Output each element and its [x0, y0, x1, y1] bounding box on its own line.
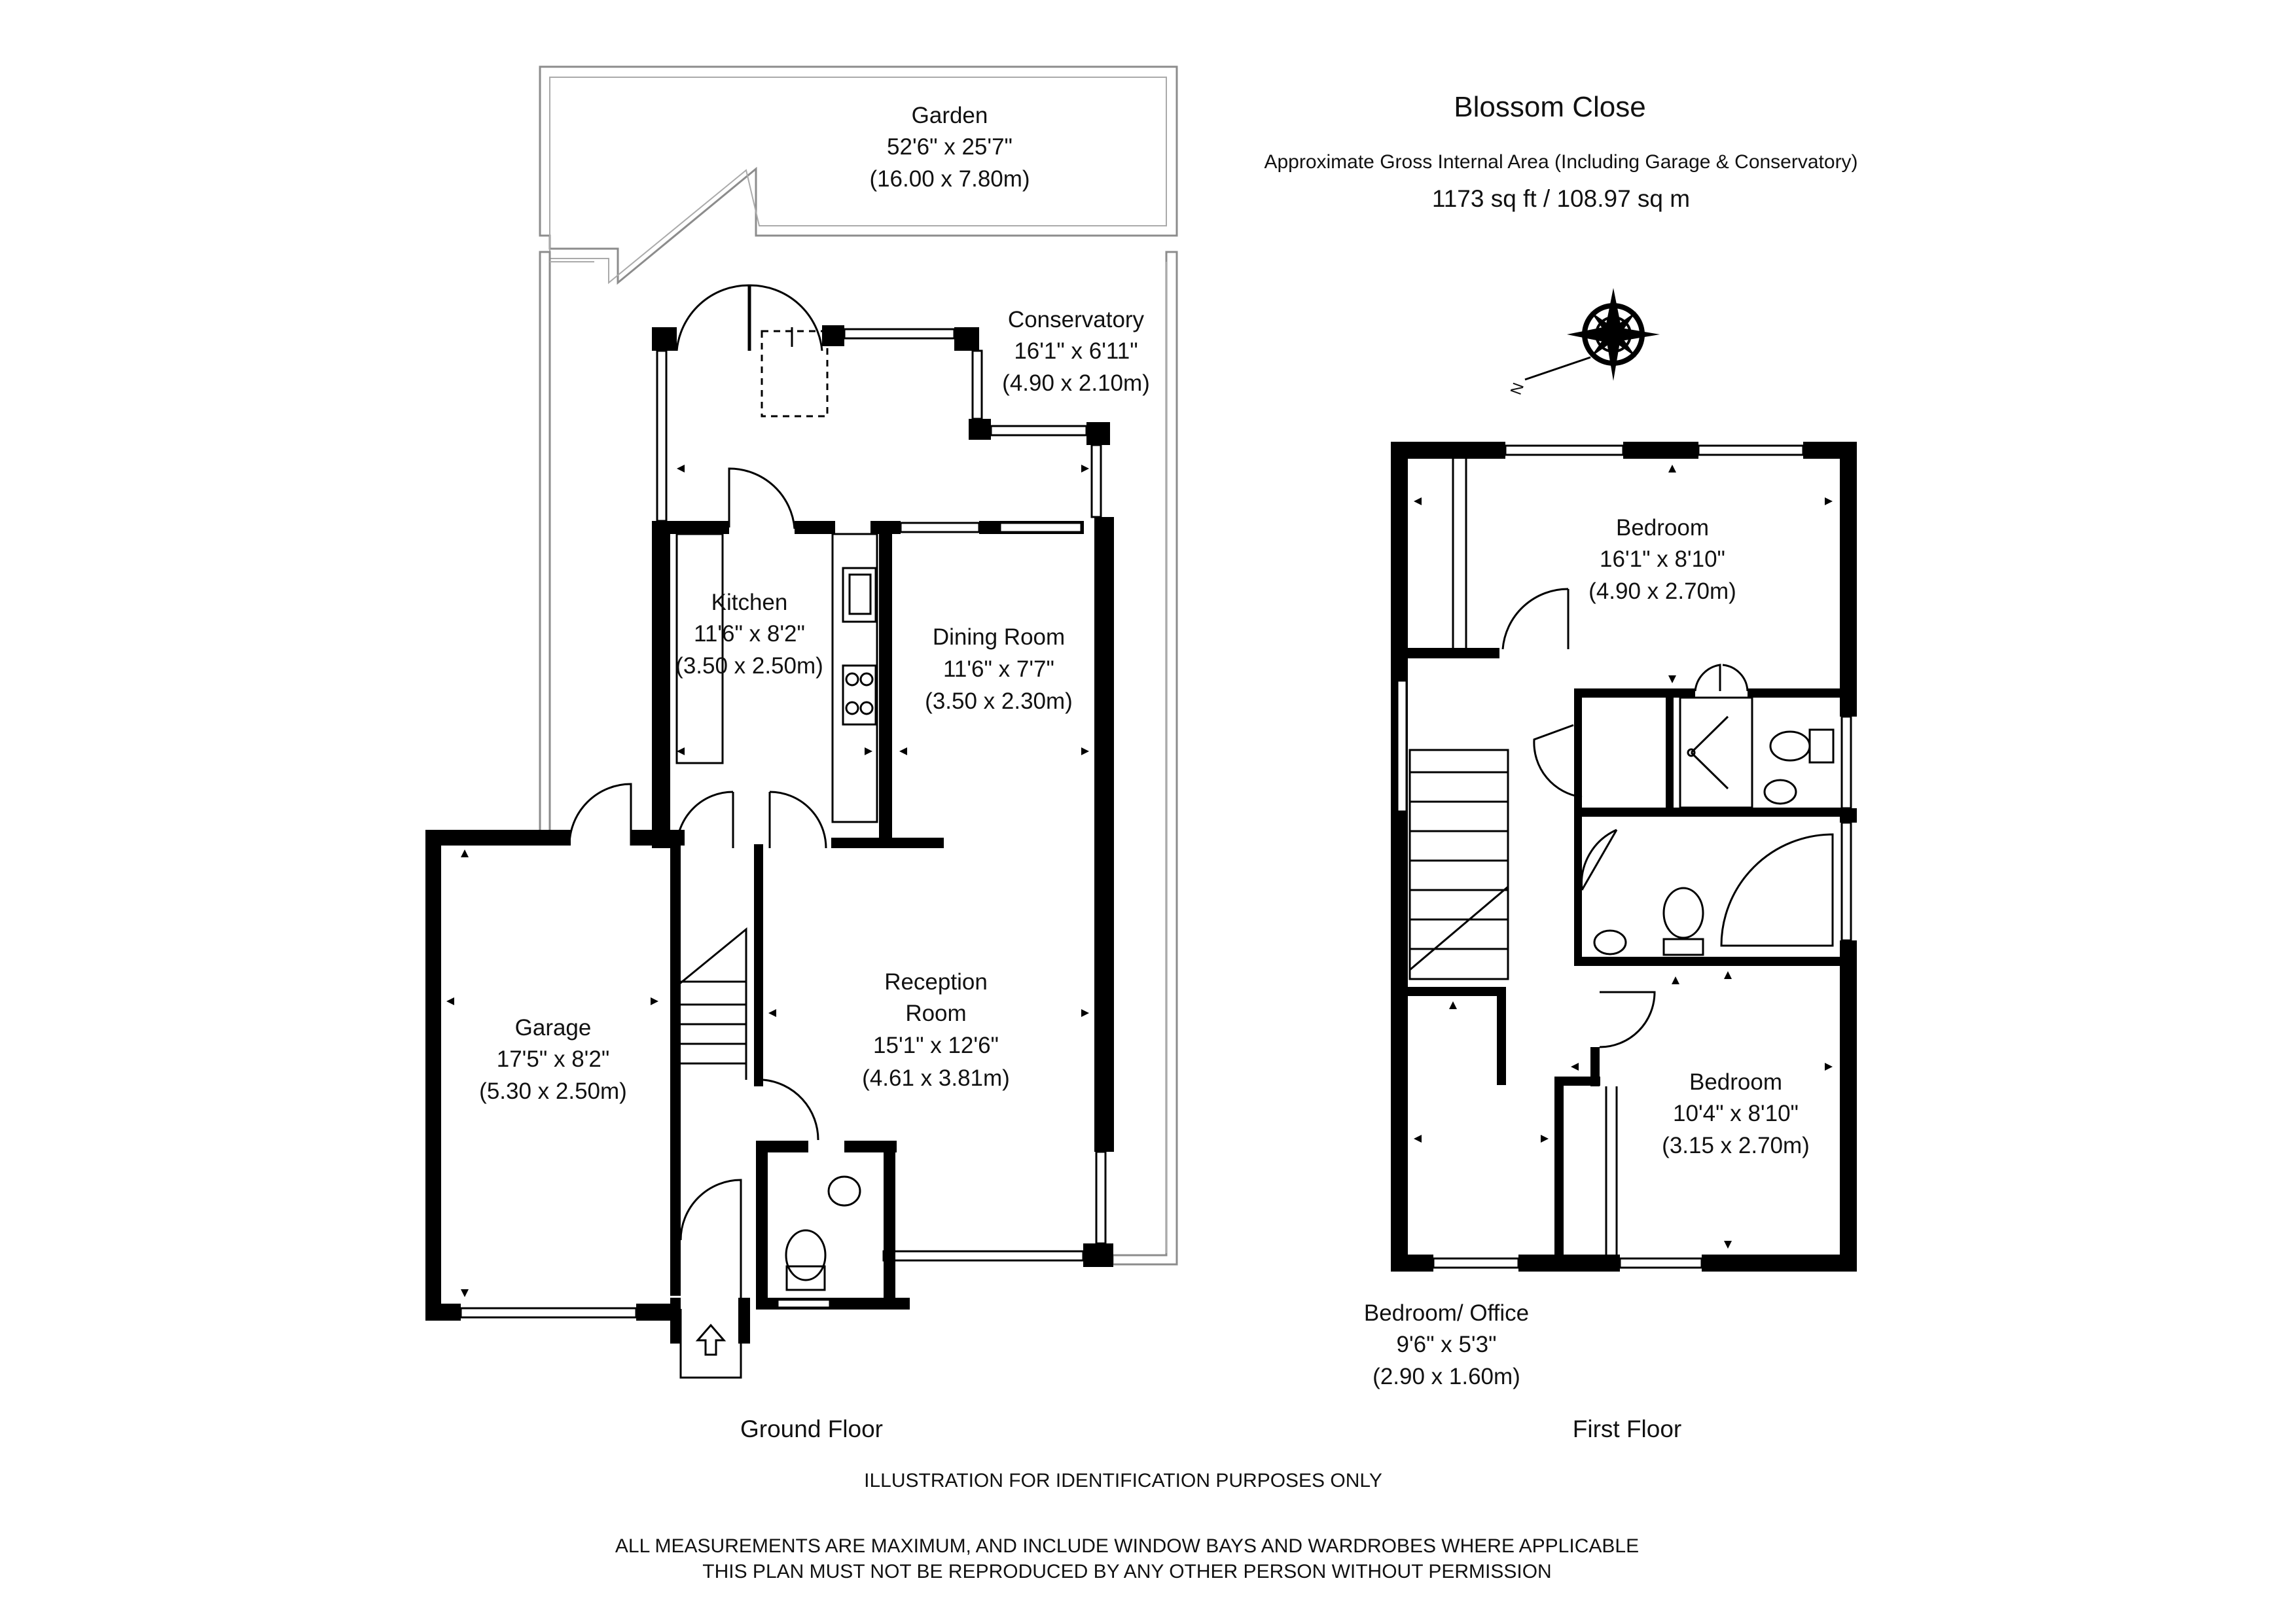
compass-north-label: N	[1507, 380, 1528, 397]
conservatory-name: Conservatory	[1008, 307, 1145, 332]
area-value: 1173 sq ft / 108.97 sq m	[1432, 185, 1690, 212]
kitchen-size-imperial: 11'6" x 8'2"	[694, 621, 805, 647]
ground-floor-doors	[568, 284, 827, 1379]
ground-floor-walls	[425, 325, 1114, 1344]
plan-title: Blossom Close	[1454, 91, 1645, 123]
garage-size-imperial: 17'5" x 8'2"	[497, 1046, 610, 1072]
garden-name: Garden	[912, 103, 988, 128]
garden-size-imperial: 52'6" x 25'7"	[887, 134, 1013, 160]
first-floor-label: First Floor	[1573, 1416, 1682, 1442]
office-name: Bedroom/ Office	[1364, 1300, 1529, 1326]
ground-floor-dimension-markers	[446, 465, 1089, 1297]
office-size-metric: (2.90 x 1.60m)	[1372, 1364, 1520, 1389]
garage-name: Garage	[515, 1015, 592, 1041]
reception-room-name-line1: Reception	[884, 969, 988, 995]
kitchen-size-metric: (3.50 x 2.50m)	[675, 653, 823, 679]
first-floor-fixtures	[1408, 459, 1835, 1255]
garage-size-metric: (5.30 x 2.50m)	[479, 1079, 627, 1104]
reception-room-size-imperial: 15'1" x 12'6"	[873, 1033, 999, 1058]
reception-room-name-line2: Room	[905, 1001, 966, 1026]
dining-room-name: Dining Room	[933, 624, 1065, 650]
ground-floor-label: Ground Floor	[740, 1416, 883, 1442]
disclaimer-line-one: ALL MEASUREMENTS ARE MAXIMUM, AND INCLUD…	[615, 1535, 1639, 1557]
office-size-imperial: 9'6" x 5'3"	[1396, 1332, 1496, 1357]
first-floor-doors	[1501, 588, 1749, 1048]
disclaimer-line-two: THIS PLAN MUST NOT BE REPRODUCED BY ANY …	[702, 1561, 1551, 1582]
kitchen-name: Kitchen	[711, 590, 788, 615]
area-caption: Approximate Gross Internal Area (Includi…	[1264, 151, 1857, 173]
identification-notice: ILLUSTRATION FOR IDENTIFICATION PURPOSES…	[864, 1470, 1382, 1491]
garden-size-metric: (16.00 x 7.80m)	[869, 166, 1030, 192]
bedroom-one-size-imperial: 16'1" x 8'10"	[1600, 546, 1725, 572]
first-floor-dimension-markers	[1414, 465, 1833, 1249]
dining-room-size-imperial: 11'6" x 7'7"	[943, 656, 1054, 682]
bedroom-one-name: Bedroom	[1616, 515, 1709, 541]
conservatory-size-metric: (4.90 x 2.10m)	[1002, 370, 1150, 396]
reception-room-size-metric: (4.61 x 3.81m)	[862, 1065, 1010, 1091]
dining-room-size-metric: (3.50 x 2.30m)	[925, 688, 1073, 714]
compass-rose-icon: N	[1507, 288, 1660, 397]
ground-floor-fixtures	[673, 327, 878, 1356]
bedroom-two-size-metric: (3.15 x 2.70m)	[1662, 1133, 1810, 1158]
conservatory-size-imperial: 16'1" x 6'11"	[1014, 338, 1138, 364]
bedroom-two-size-imperial: 10'4" x 8'10"	[1673, 1101, 1799, 1126]
bedroom-one-size-metric: (4.90 x 2.70m)	[1588, 579, 1736, 604]
bedroom-two-name: Bedroom	[1689, 1069, 1782, 1095]
first-floor-walls	[1391, 442, 1857, 1272]
